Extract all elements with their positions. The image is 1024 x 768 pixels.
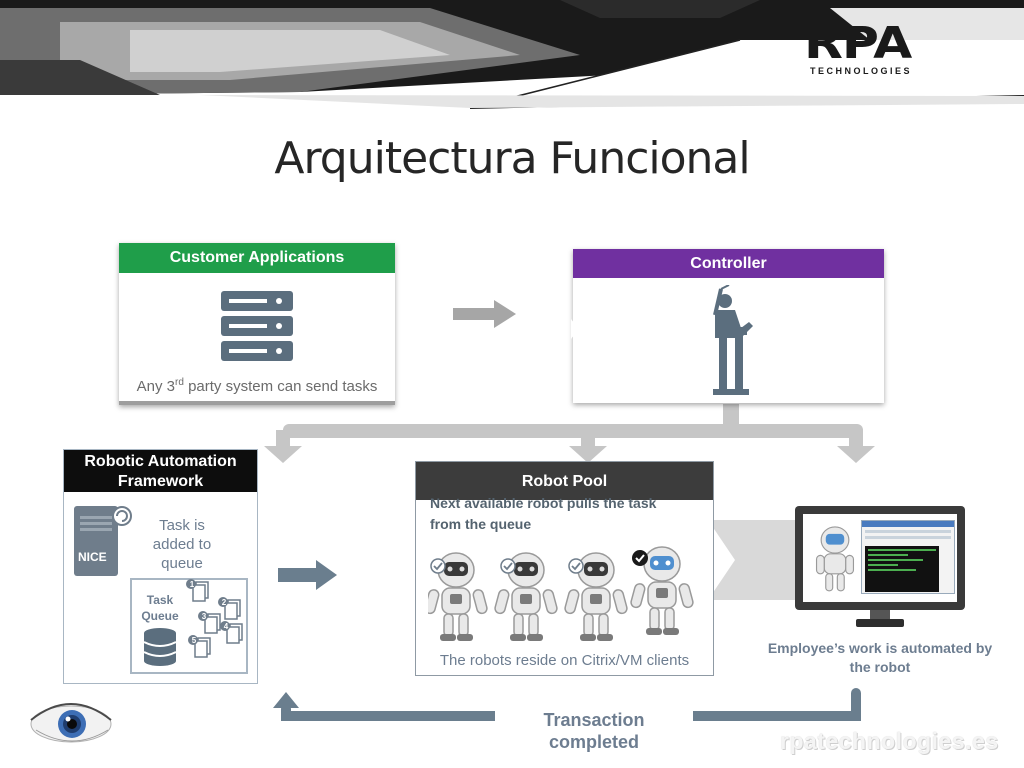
- arrow-framework-to-pool: [278, 560, 337, 590]
- queue-documents-icon: [186, 579, 243, 658]
- robot-pull-text: Next available robot pulls the task from…: [430, 495, 657, 532]
- robots-illustration: [428, 546, 694, 642]
- database-icon: [144, 628, 176, 666]
- monitor-stand: [856, 610, 904, 628]
- server-stack-icon: [221, 291, 293, 361]
- controller-title: Controller: [690, 255, 767, 272]
- header-banner: [0, 0, 1024, 109]
- arrow-transaction-return: [273, 688, 861, 721]
- employee-monitor: [795, 506, 965, 610]
- robot-pool-card: Robot Pool Next available robot pulls th…: [415, 461, 714, 676]
- screen-console-window: [865, 546, 939, 592]
- task-queue-box: Task Queue 1 2 3: [130, 578, 248, 674]
- customer-applications-caption: Any 3rd party system can send tasks: [136, 377, 378, 395]
- customer-applications-header: Customer Applications: [119, 243, 395, 273]
- transaction-completed-label: Transaction completed: [543, 710, 645, 752]
- monitor-screen: [803, 514, 957, 602]
- robot-pool-title: Robot Pool: [521, 473, 608, 490]
- queue-badge-3: 3: [201, 612, 207, 621]
- controller-card: Controller: [571, 249, 884, 403]
- customer-applications-card: Customer Applications Any 3rd party syst…: [119, 243, 395, 405]
- framework-header: Robotic Automation Framework: [64, 450, 257, 492]
- watermark-text: rpatechnologies.es: [780, 728, 999, 754]
- rpa-logo: RPA TECHNOLOGIES: [800, 18, 940, 84]
- screen-projection: [708, 520, 795, 600]
- arrow-customer-to-controller: [453, 300, 516, 328]
- controller-header: Controller: [573, 249, 884, 278]
- controller-notch: [571, 319, 579, 339]
- robot-pool-header: Robot Pool: [416, 462, 713, 500]
- customer-applications-title: Customer Applications: [169, 249, 345, 266]
- page-title: Arquitectura Funcional: [274, 133, 750, 184]
- nice-server-icon: [74, 506, 132, 576]
- arrow-controller-distribution: [264, 404, 875, 463]
- eye-logo: [30, 703, 112, 743]
- robot-pool-caption: The robots reside on Citrix/VM clients: [439, 652, 690, 669]
- framework-panel: Robotic Automation Framework NICE Task i…: [63, 449, 258, 684]
- logo-subtext: TECHNOLOGIES: [810, 66, 913, 76]
- queue-badge-5: 5: [191, 636, 197, 645]
- logo-text: RPA: [804, 18, 912, 69]
- task-added-text: Task is added to queue: [152, 517, 212, 572]
- employee-caption: Employee’s work is automated by the robo…: [767, 640, 993, 675]
- conductor-icon: [713, 285, 753, 395]
- queue-badge-4: 4: [223, 622, 229, 631]
- task-queue-label: Task Queue: [141, 593, 179, 623]
- framework-title: Robotic Automation Framework: [84, 453, 237, 490]
- nice-label: NICE: [78, 550, 107, 564]
- queue-badge-2: 2: [221, 598, 227, 607]
- queue-badge-1: 1: [189, 580, 195, 589]
- screen-robot-icon: [815, 526, 855, 592]
